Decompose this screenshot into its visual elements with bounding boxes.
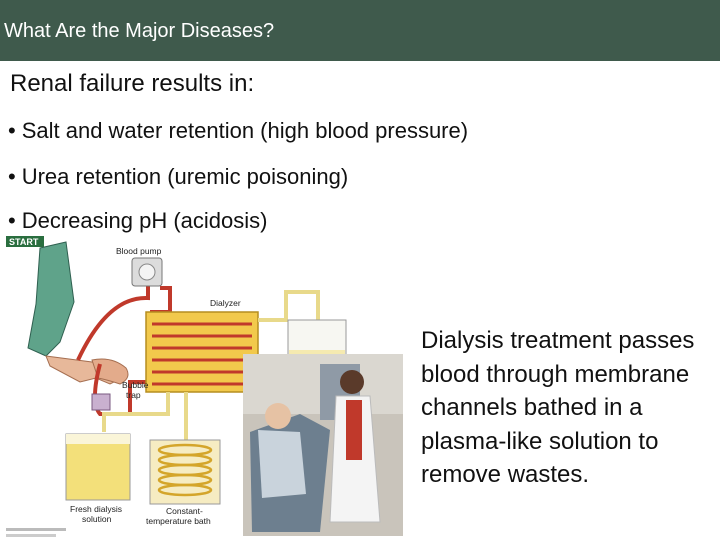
bullet-item: •Decreasing pH (acidosis) bbox=[8, 208, 267, 234]
fresh-solution-tank bbox=[65, 433, 131, 501]
figure-credit bbox=[6, 534, 56, 537]
bullet-text: Decreasing pH (acidosis) bbox=[21, 208, 268, 233]
dialyzer-blood-channels bbox=[152, 322, 252, 386]
fresh-solution-label-1: Fresh dialysis bbox=[70, 504, 122, 514]
blood-pump-rotor bbox=[138, 263, 156, 281]
nurse-scarf bbox=[346, 400, 362, 460]
dialyzer-label: Dialyzer bbox=[210, 298, 241, 308]
intro-text: Renal failure results in: bbox=[10, 70, 255, 97]
dialysis-diagram: START Blood pump Dialyzer Bubble trap Fr… bbox=[6, 236, 403, 537]
bullet-item: •Urea retention (uremic poisoning) bbox=[8, 164, 348, 190]
bubble-trap-label-2: trap bbox=[126, 390, 141, 400]
arterial-tube bbox=[76, 282, 150, 361]
patient-head bbox=[265, 403, 291, 429]
fresh-solution-tube bbox=[102, 392, 170, 432]
figure-credit bbox=[6, 528, 66, 531]
bullet-text: Urea retention (uremic poisoning) bbox=[21, 164, 349, 189]
bullet-dot: • bbox=[8, 208, 16, 233]
dialysis-photo bbox=[243, 354, 403, 536]
fresh-solution-top bbox=[66, 434, 130, 444]
start-badge bbox=[6, 236, 44, 247]
patient-sleeve bbox=[27, 241, 75, 357]
patient-body bbox=[258, 430, 306, 498]
dialysis-description: Dialysis treatment passes blood through … bbox=[421, 327, 695, 488]
bullet-dot: • bbox=[8, 118, 16, 143]
nurse-head bbox=[340, 370, 364, 394]
used-solution-tube bbox=[258, 290, 320, 322]
slide-title: What Are the Major Diseases? bbox=[4, 20, 275, 42]
bullet-text: Salt and water retention (high blood pre… bbox=[21, 118, 469, 143]
bullet-dot: • bbox=[8, 164, 16, 189]
blood-pump-label: Blood pump bbox=[116, 246, 162, 256]
bath-label-1: Constant- bbox=[166, 506, 203, 516]
bullet-item: •Salt and water retention (high blood pr… bbox=[8, 118, 468, 144]
fresh-solution-label-2: solution bbox=[82, 514, 112, 524]
bubble-trap-label-1: Bubble bbox=[122, 380, 149, 390]
start-label: START bbox=[9, 237, 39, 247]
heating-coil bbox=[157, 443, 213, 497]
bath-label-2: temperature bath bbox=[146, 516, 211, 526]
bubble-trap bbox=[91, 393, 111, 411]
title-bar: What Are the Major Diseases? bbox=[0, 0, 720, 61]
